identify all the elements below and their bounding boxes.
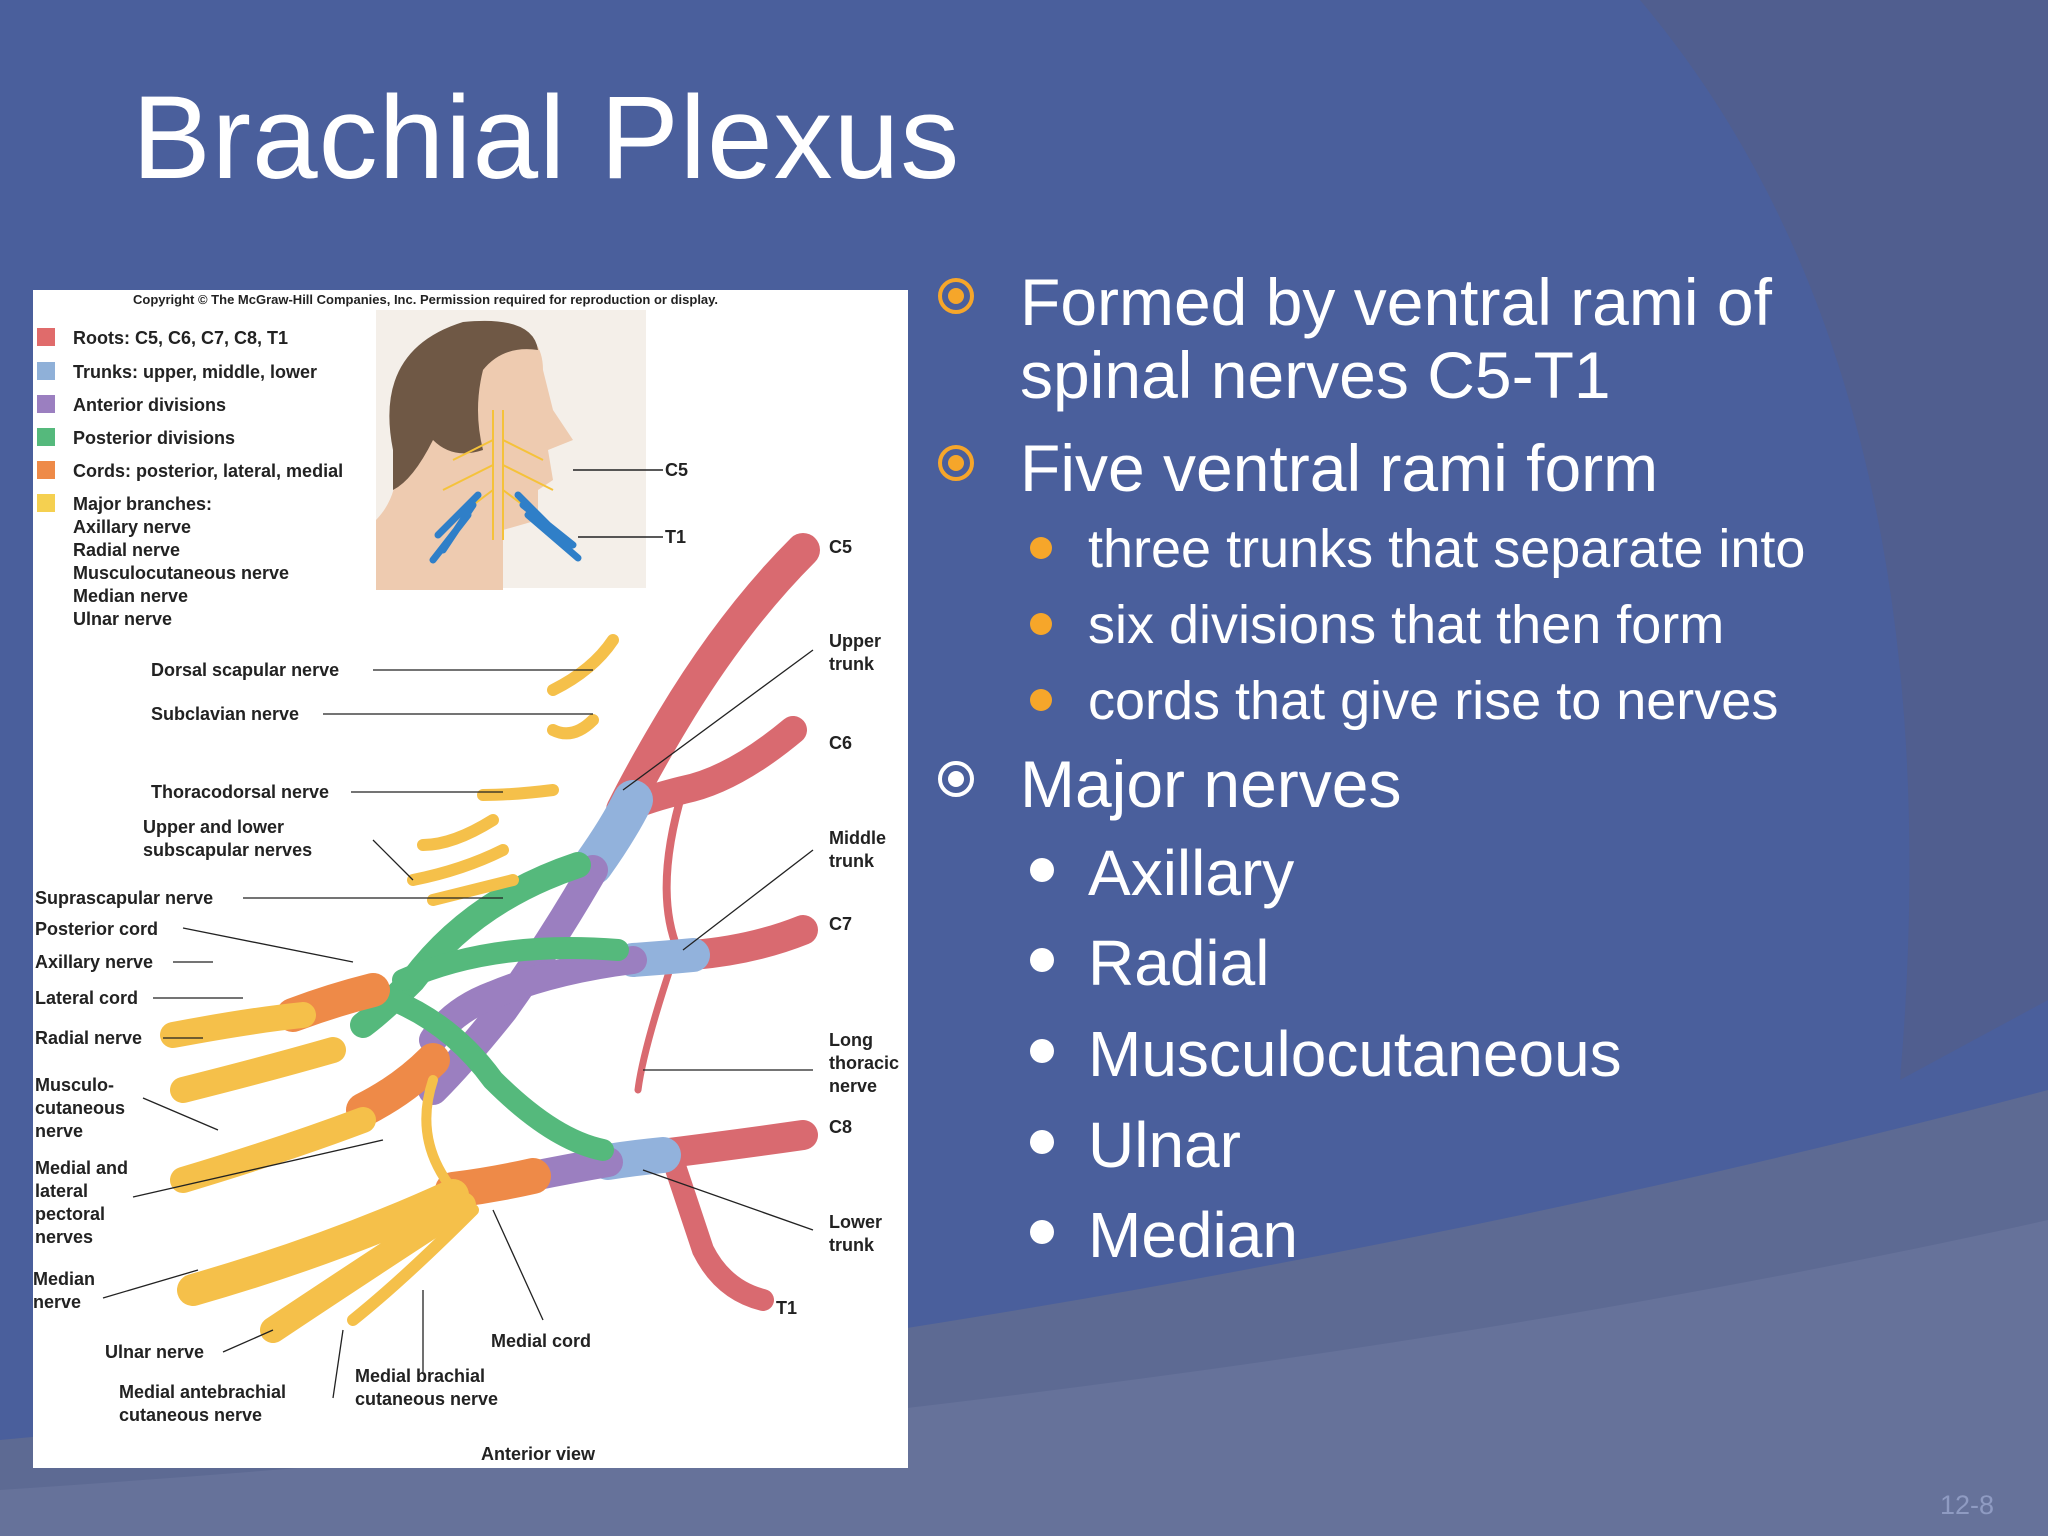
label-posterior-cord: Posterior cord [35,919,158,939]
label-upper-trunk-1: Upper [829,631,881,651]
label-pectoral-1: Medial and [35,1158,128,1178]
label-pectoral-4: nerves [35,1227,93,1247]
label-axillary: Axillary nerve [35,952,153,972]
label-lower-trunk-2: trunk [829,1235,875,1255]
label-subscapular-2: subscapular nerves [143,840,312,860]
legend-anterior: Anterior divisions [73,395,226,415]
label-medial-antebrachial-2: cutaneous nerve [119,1405,262,1425]
target-bullet-icon [938,278,974,314]
sub-bullet-dot [1030,1039,1054,1063]
sub-bullet-dot [1030,537,1052,559]
bullet-2-sub-2: six divisions that then form [1088,595,1725,655]
sub-bullet-dot [1030,1130,1054,1154]
slide-number: 12-8 [1940,1490,1995,1520]
figure-caption: Anterior view [481,1444,596,1464]
legend-posterior: Posterior divisions [73,428,235,448]
label-lower-trunk-1: Lower [829,1212,882,1232]
label-medial-brachial-2: cutaneous nerve [355,1389,498,1409]
label-lateral-cord: Lateral cord [35,988,138,1008]
legend-branch-median: Median nerve [73,586,188,606]
label-suprascapular: Suprascapular nerve [35,888,213,908]
legend-branch-radial: Radial nerve [73,540,180,560]
label-medial-brachial-1: Medial brachial [355,1366,485,1386]
sub-bullet-dot [1030,858,1054,882]
label-thoracodorsal: Thoracodorsal nerve [151,782,329,802]
legend-trunks: Trunks: upper, middle, lower [73,362,317,382]
label-musculocutaneous-2: cutaneous [35,1098,125,1118]
label-middle-trunk-2: trunk [829,851,875,871]
slide-title: Brachial Plexus [132,72,961,204]
bullet-1-line-2: spinal nerves C5-T1 [1020,338,1611,412]
head-label-t1: T1 [665,527,686,547]
head-label-c5: C5 [665,460,688,480]
legend-cords: Cords: posterior, lateral, medial [73,461,343,481]
label-median-1: Median [33,1269,95,1289]
legend: Roots: C5, C6, C7, C8, T1 Trunks: upper,… [37,328,343,629]
bullet-3-sub-3: Musculocutaneous [1088,1018,1622,1090]
label-ulnar: Ulnar nerve [105,1342,204,1362]
label-dorsal-scapular: Dorsal scapular nerve [151,660,339,680]
label-median-2: nerve [33,1292,81,1312]
bullet-2: Five ventral rami form [1020,431,1659,505]
leader-lines [102,649,814,1399]
bullet-3-sub-1: Axillary [1088,837,1295,909]
legend-branch-axillary: Axillary nerve [73,517,191,537]
label-long-thoracic-3: nerve [829,1076,877,1096]
bullet-3-sub-4: Ulnar [1088,1109,1241,1181]
left-labels: Dorsal scapular nerve Subclavian nerve T… [33,660,596,1464]
legend-swatch-roots [37,328,55,346]
label-subscapular-1: Upper and lower [143,817,284,837]
legend-swatch-branches [37,494,55,512]
label-musculocutaneous-1: Musculo- [35,1075,114,1095]
label-c5: C5 [829,537,852,557]
bullet-2-sub-1: three trunks that separate into [1088,519,1806,579]
label-upper-trunk-2: trunk [829,654,875,674]
label-t1: T1 [776,1298,797,1318]
legend-swatch-posterior [37,428,55,446]
label-middle-trunk-1: Middle [829,828,886,848]
legend-swatch-trunks [37,362,55,380]
sub-bullet-dot [1030,613,1052,635]
copyright-text: Copyright © The McGraw-Hill Companies, I… [133,292,718,307]
label-c7: C7 [829,914,852,934]
bullet-2-sub-3: cords that give rise to nerves [1088,671,1779,731]
legend-roots: Roots: C5, C6, C7, C8, T1 [73,328,288,348]
legend-branch-musculocutaneous: Musculocutaneous nerve [73,563,289,583]
bullet-3-sub-5: Median [1088,1199,1298,1271]
label-medial-cord: Medial cord [491,1331,591,1351]
plexus-illustration: Copyright © The McGraw-Hill Companies, I… [33,292,899,1464]
bullet-3: Major nerves [1020,747,1402,821]
label-subclavian: Subclavian nerve [151,704,299,724]
head-illustration: C5 T1 [376,310,688,590]
label-pectoral-2: lateral [35,1181,88,1201]
label-c6: C6 [829,733,852,753]
label-c8: C8 [829,1117,852,1137]
sub-bullet-dot [1030,948,1054,972]
label-pectoral-3: pectoral [35,1204,105,1224]
bullet-3-sub-2: Radial [1088,927,1270,999]
legend-swatch-cords [37,461,55,479]
legend-branch-ulnar: Ulnar nerve [73,609,172,629]
legend-swatch-anterior [37,395,55,413]
sub-bullet-dot [1030,689,1052,711]
sub-bullet-dot [1030,1220,1054,1244]
nerve-plexus [160,533,820,1343]
label-medial-antebrachial-1: Medial antebrachial [119,1382,286,1402]
label-radial: Radial nerve [35,1028,142,1048]
label-long-thoracic-2: thoracic [829,1053,899,1073]
right-labels: C5 Upper trunk C6 Middle trunk C7 Long t… [776,537,899,1318]
legend-branches: Major branches: [73,494,212,514]
bullet-1-line-1: Formed by ventral rami of [1020,265,1772,339]
label-long-thoracic-1: Long [829,1030,873,1050]
brachial-plexus-figure: Copyright © The McGraw-Hill Companies, I… [33,290,908,1468]
label-musculocutaneous-3: nerve [35,1121,83,1141]
target-bullet-icon [938,445,974,481]
target-bullet-icon [938,761,974,797]
